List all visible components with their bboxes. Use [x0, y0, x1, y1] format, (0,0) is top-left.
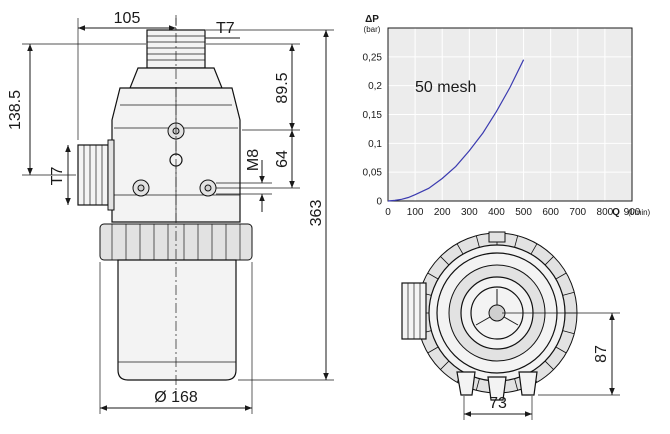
bolt-icon [132, 179, 150, 197]
front-view: 105 T7 138.5 T7 89.5 64 M8 363 [7, 10, 334, 414]
chart-y-tick-label: 0,1 [368, 139, 382, 150]
ring-rib [475, 235, 480, 248]
chart-x-tick-label: 0 [385, 207, 391, 218]
ring-rib [514, 378, 519, 391]
bottom-view: 87 73 [401, 231, 620, 420]
chart-y-axis-label: ΔP [365, 14, 379, 25]
bowl-ring-ribs [111, 224, 241, 260]
chart-x-tick-label: 900 [624, 207, 641, 218]
dim-bottom-width: 73 [489, 395, 507, 412]
ring-rib [555, 346, 567, 354]
dim-diameter: Ø 168 [154, 389, 198, 406]
chart-series-line-50-mesh [387, 59, 525, 202]
chart-x-tick-label: 600 [542, 207, 559, 218]
pressure-drop-chart: 0 100 200 300 400 500 600 700 800 900 0 0,05 0,1 0,1… [363, 14, 651, 218]
ring-rib [456, 243, 464, 255]
dim-right-upper: 89.5 [274, 72, 291, 103]
ring-rib [544, 360, 554, 370]
chart-y-ticks: 0 0,05 0,1 0,15 0,2 0,25 [363, 52, 383, 207]
chart-y-tick-label: 0,05 [363, 168, 383, 179]
ring-rib [514, 235, 519, 248]
dim-left-height: 138.5 [7, 90, 24, 130]
chart-annotation-50-mesh: 50 mesh [415, 79, 476, 96]
ring-rib [440, 360, 450, 370]
chart-y-tick-label: 0,15 [363, 110, 383, 121]
chart-y-axis-unit: (bar) [364, 25, 381, 34]
dim-side-thread: T7 [49, 167, 66, 186]
filter-bowl [117, 259, 237, 381]
ring-rib [427, 346, 439, 354]
chart-grid [387, 28, 633, 202]
dim-right-mid: 64 [274, 150, 291, 168]
side-inlet-thread [77, 144, 109, 206]
dim-top-width: 105 [114, 10, 141, 27]
chart-x-tick-label: 400 [488, 207, 505, 218]
chart-x-axis-label: Q [612, 207, 620, 218]
chart-y-tick-label: 0,2 [368, 81, 382, 92]
chart-x-ticks: 0 100 200 300 400 500 600 700 800 900 [385, 207, 641, 218]
dim-top-thread: T7 [216, 20, 235, 37]
ring-rib [475, 378, 480, 391]
chart-x-tick-label: 100 [407, 207, 424, 218]
ring-rib [562, 330, 575, 335]
bottom-inlet-ridges [407, 283, 421, 339]
ring-rib [544, 256, 554, 266]
dim-total-height: 363 [308, 200, 325, 227]
mounting-foot [487, 376, 507, 401]
chart-x-tick-label: 800 [597, 207, 614, 218]
ring-rib [530, 243, 538, 255]
mounting-foot [518, 371, 538, 396]
chart-x-axis-unit: (l/min) [628, 208, 651, 217]
chart-x-tick-label: 500 [515, 207, 532, 218]
ring-rib [427, 272, 439, 280]
chart-y-tick-label: 0 [376, 197, 382, 208]
chart-x-tick-label: 700 [569, 207, 586, 218]
ring-rib [555, 272, 567, 280]
dim-mount: M8 [245, 149, 262, 171]
bolt-icon [199, 179, 217, 197]
chart-x-tick-label: 200 [434, 207, 451, 218]
chart-plot-area [387, 27, 633, 202]
chart-y-tick-label: 0,25 [363, 52, 383, 63]
mounting-foot [456, 371, 476, 396]
side-thread-ridges [83, 145, 103, 205]
dim-bottom-height: 87 [593, 345, 610, 363]
ring-rib [562, 291, 575, 296]
ring-rib [440, 256, 450, 266]
chart-x-tick-label: 300 [461, 207, 478, 218]
